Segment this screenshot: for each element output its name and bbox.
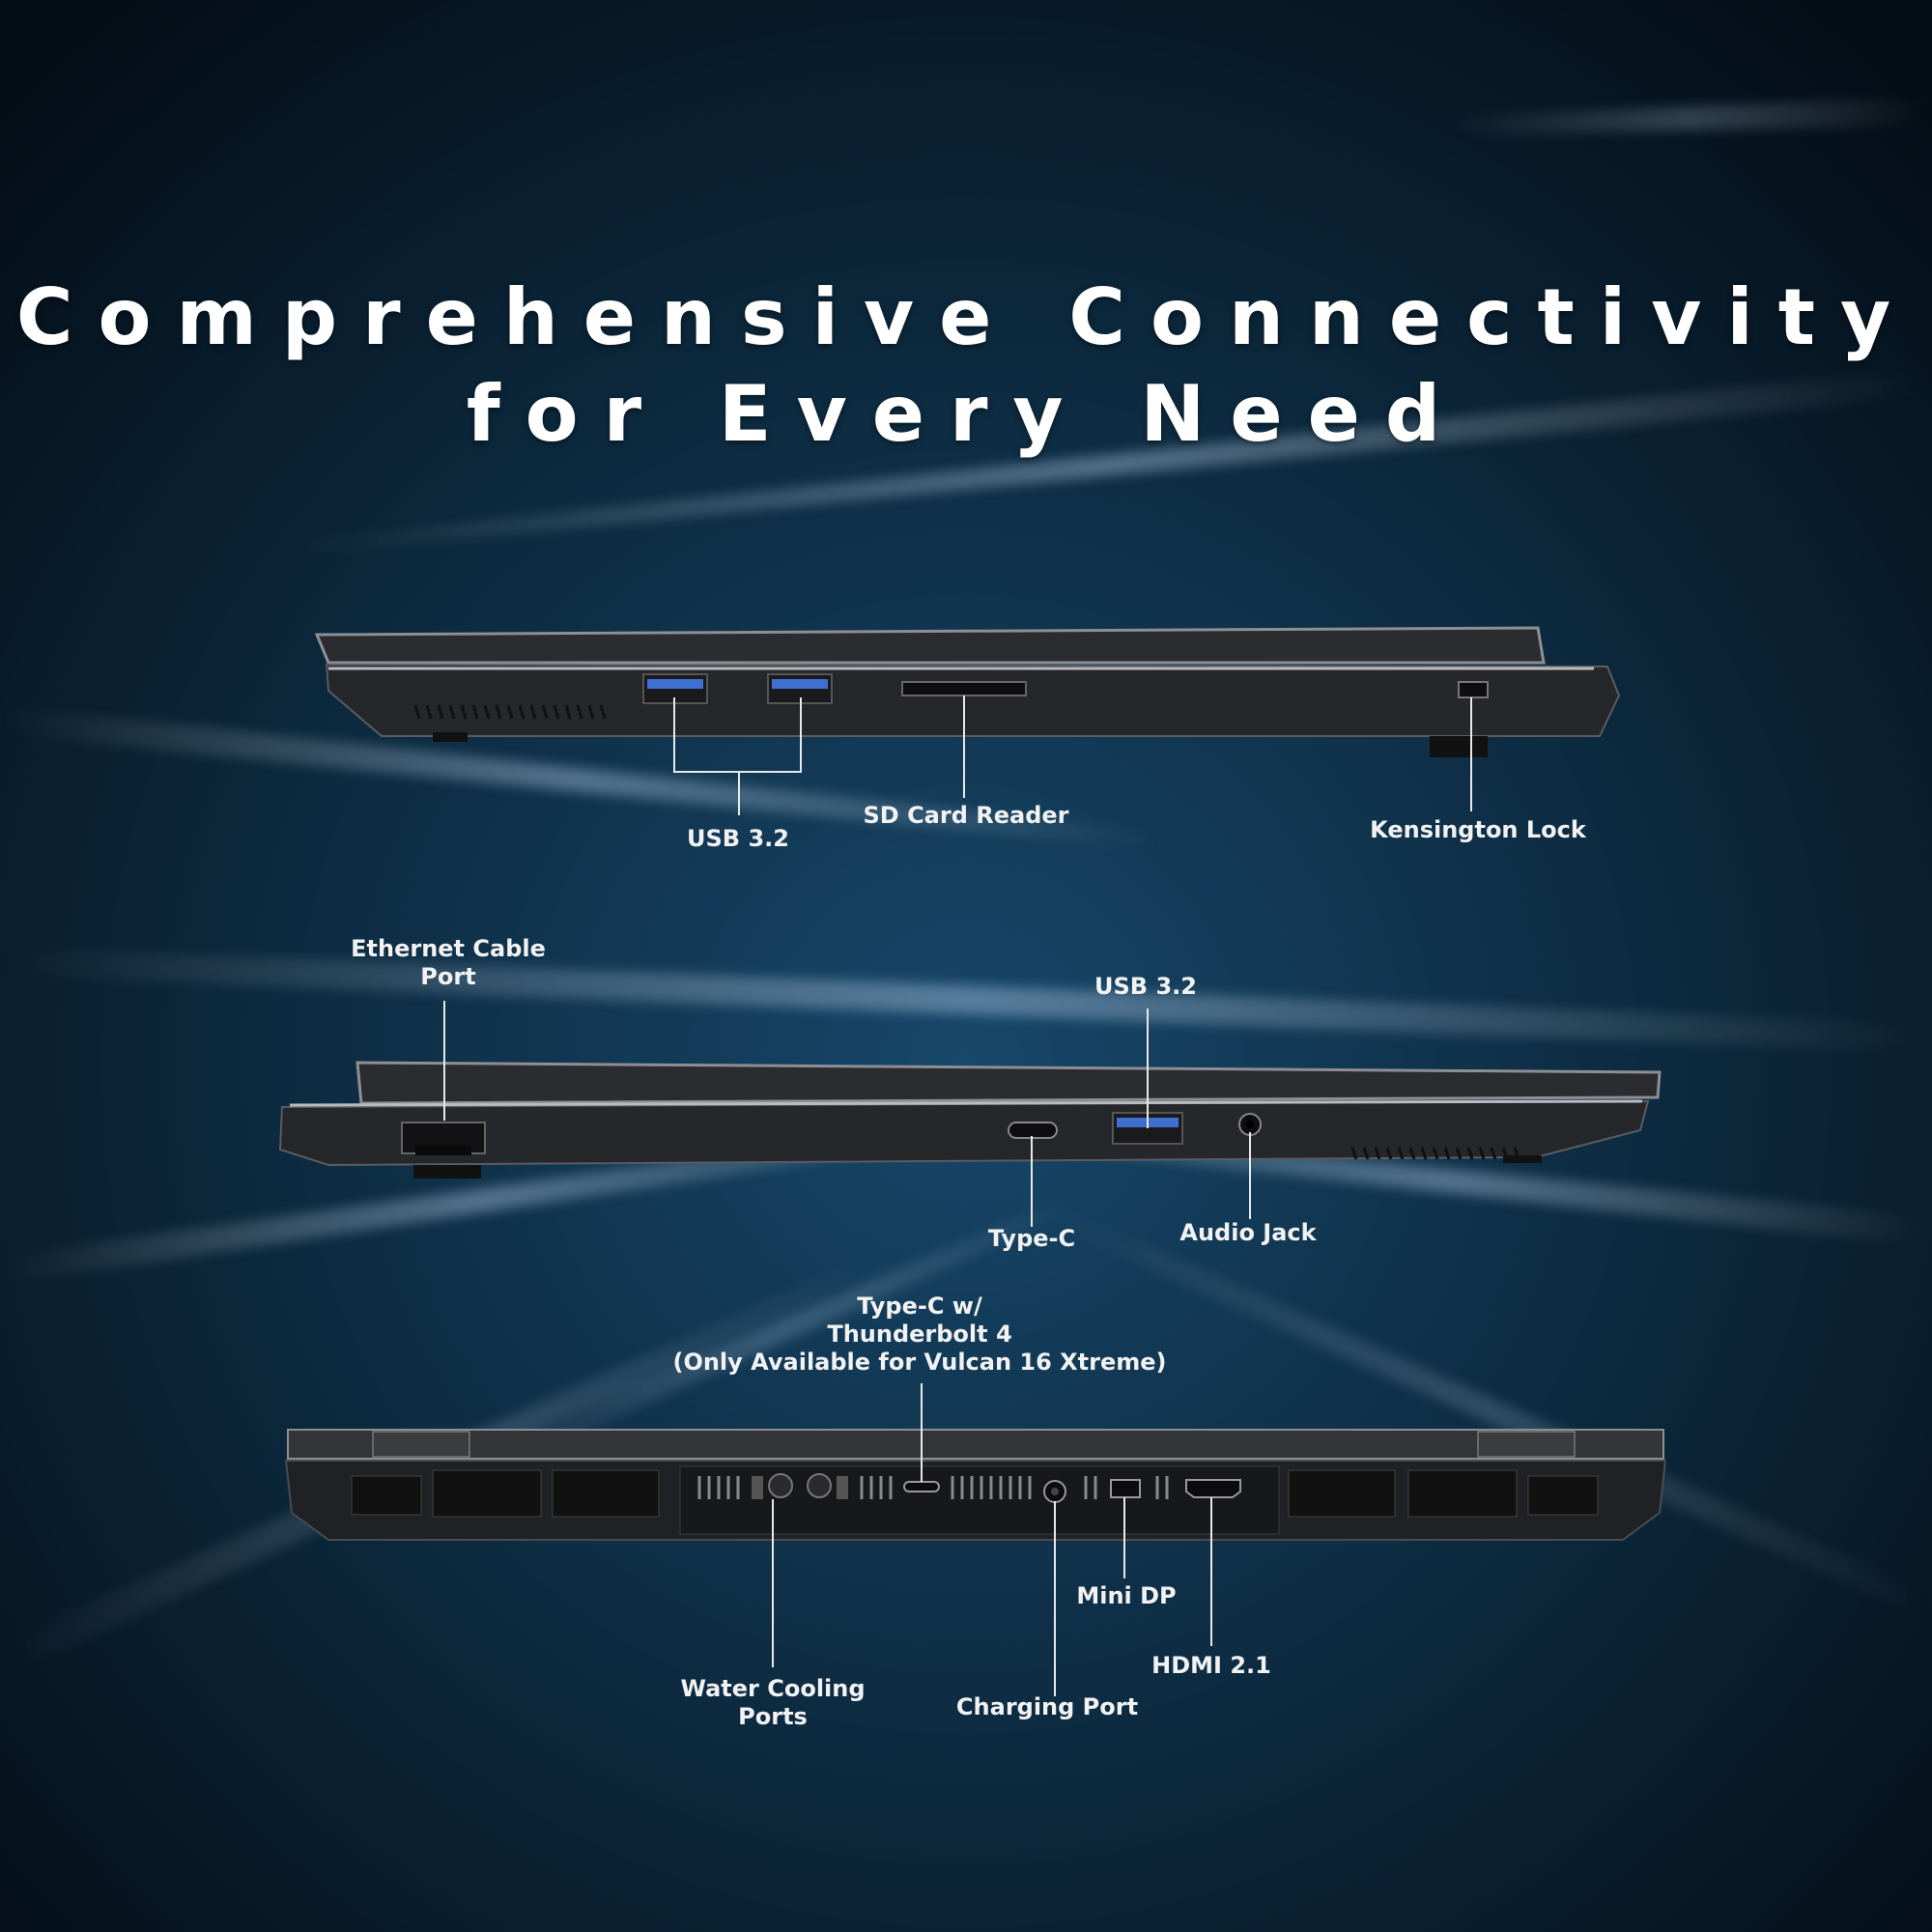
callout-line — [673, 771, 802, 773]
callout-line — [1123, 1497, 1125, 1578]
rear-vents — [351, 1469, 1599, 1518]
label-charging-port: Charging Port — [955, 1693, 1139, 1720]
callout-line — [800, 697, 802, 773]
label-sd-card-reader: SD Card Reader — [863, 802, 1069, 829]
label-audio-jack: Audio Jack — [1179, 1219, 1317, 1246]
hdmi-port — [1185, 1479, 1241, 1498]
foot — [433, 732, 468, 742]
thunderbolt-port — [903, 1481, 940, 1492]
callout-line — [1210, 1497, 1212, 1646]
label-mini-dp: Mini DP — [1076, 1582, 1177, 1609]
callout-line — [1470, 697, 1472, 811]
laptop-lid-edge — [287, 1429, 1664, 1460]
page-title-line-1: Comprehensive Connectivity — [15, 272, 1917, 362]
water-cooling-tab — [837, 1476, 848, 1499]
label-usb-left: USB 3.2 — [1094, 973, 1197, 1000]
port-panel — [679, 1465, 1280, 1535]
label-ethernet-port: Ethernet Cable Port — [351, 935, 546, 990]
label-usb-right: USB 3.2 — [687, 825, 789, 852]
water-cooling-port-2 — [807, 1473, 832, 1498]
callout-line — [738, 771, 740, 815]
page-title-line-2: for Every Need — [466, 369, 1466, 459]
callout-line — [1054, 1501, 1056, 1696]
callout-line — [1249, 1132, 1251, 1219]
foot — [1430, 736, 1488, 757]
label-hdmi: HDMI 2.1 — [1151, 1652, 1271, 1679]
callout-line — [673, 697, 675, 773]
label-kensington-lock: Kensington Lock — [1370, 816, 1586, 843]
mini-dp-port — [1110, 1479, 1141, 1498]
label-type-c: Type-C — [987, 1225, 1076, 1252]
laptop-lid — [355, 1061, 1662, 1105]
kensington-slot — [1458, 681, 1489, 698]
label-water-cooling: Water Cooling Ports — [680, 1675, 866, 1730]
laptop-lid — [314, 626, 1546, 665]
callout-line — [1147, 1009, 1149, 1128]
foot — [413, 1165, 481, 1179]
side-vent — [413, 704, 607, 720]
water-cooling-port-1 — [768, 1473, 793, 1498]
callout-line — [963, 696, 965, 798]
callout-line — [921, 1383, 923, 1482]
water-cooling-tab — [752, 1476, 763, 1499]
panel-vents — [697, 1476, 1169, 1499]
callout-line — [443, 1001, 445, 1121]
label-thunderbolt: Type-C w/ Thunderbolt 4 (Only Available … — [672, 1293, 1167, 1376]
foot — [1503, 1155, 1542, 1163]
type-c-port — [1008, 1122, 1058, 1139]
callout-line — [1031, 1136, 1033, 1227]
callout-line — [772, 1499, 774, 1667]
